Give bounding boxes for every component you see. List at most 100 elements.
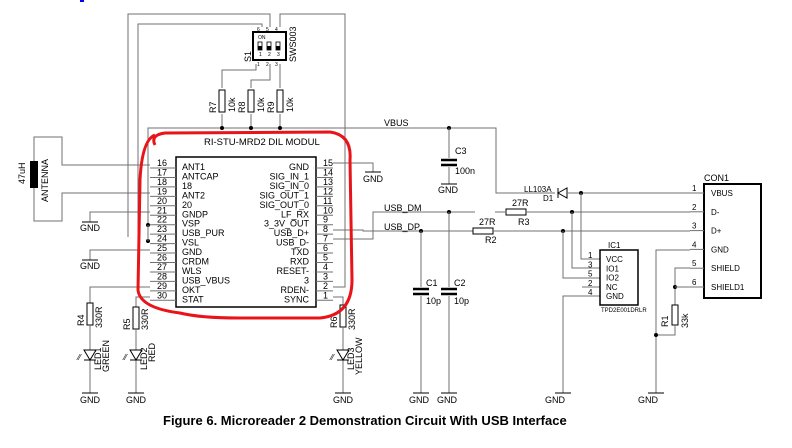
pin-name: TXD — [291, 247, 310, 257]
pin-number: 25 — [157, 243, 167, 253]
pin-number: 1 — [692, 184, 697, 193]
pin-name: RDEN- — [281, 285, 310, 295]
pin-number: 18 — [157, 177, 167, 187]
svg-text:100n: 100n — [455, 166, 475, 176]
pin-number: 6 — [692, 278, 697, 287]
svg-text:330R: 330R — [347, 308, 357, 330]
led-branch-1: ⁄⁄ GND R4 330R LED1 GREEN — [76, 286, 150, 405]
pin-number: 3 — [323, 271, 328, 281]
resistor-r9: R9 10k — [266, 89, 295, 113]
svg-text:GND: GND — [80, 223, 101, 233]
pin-number: 8 — [323, 224, 328, 234]
pin-name: ANTCAP — [182, 171, 219, 181]
pin-number: 3 — [692, 222, 697, 231]
switch-num: 1 — [259, 52, 262, 58]
usb-nets: USB_DM USB_DP 27R R3 27R R2 — [333, 198, 690, 287]
pin-number: 19 — [157, 186, 167, 196]
pin-number: 4 — [692, 240, 697, 249]
pin-number: 4 — [323, 262, 328, 272]
svg-text:C3: C3 — [455, 146, 467, 156]
svg-text:GND: GND — [545, 395, 566, 405]
svg-text:R3: R3 — [518, 217, 530, 227]
svg-text:330R: 330R — [94, 306, 104, 328]
pin-number: 28 — [157, 271, 167, 281]
switch-pin: 5 — [266, 27, 269, 33]
switch-pin: 4 — [275, 27, 278, 33]
link-fragment[interactable] — [80, 0, 84, 2]
switch-wiring — [127, 13, 346, 288]
pin-number: 5 — [323, 253, 328, 263]
pin-name: VCC — [606, 255, 623, 264]
led-branch-2: ⁄⁄ GND R5 330R LED2 RED — [122, 296, 157, 405]
pin-name: VBUS — [711, 189, 733, 198]
svg-text:27R: 27R — [512, 198, 529, 208]
svg-text:GREEN: GREEN — [101, 340, 111, 372]
switch-on-label: ON — [258, 35, 266, 41]
pin-name: ANT1 — [182, 162, 205, 172]
svg-text:LL103A: LL103A — [524, 185, 552, 194]
gnd-left-2: GND — [80, 249, 150, 271]
pin-name: 20 — [182, 200, 192, 210]
pin-number: 16 — [157, 158, 167, 168]
pin-number: 20 — [157, 196, 167, 206]
pin-number: 30 — [157, 290, 167, 300]
pin-name: D+ — [711, 227, 722, 236]
switch-pin: 6 — [257, 27, 260, 33]
resistor-r8: R8 10k — [237, 89, 266, 113]
pin-name: 18 — [182, 181, 192, 191]
pin-name: IO2 — [606, 274, 619, 283]
pin-name: USB_VBUS — [182, 275, 230, 285]
pin-name: LF_RX — [281, 209, 309, 219]
capacitor-c1: C1 10p GND — [409, 278, 441, 405]
switch-ref: S1 — [243, 51, 253, 62]
pin-number: 24 — [157, 234, 167, 244]
svg-text:⁄⁄: ⁄⁄ — [122, 353, 128, 362]
svg-text:R6: R6 — [329, 316, 339, 328]
pin-name: 3 — [304, 275, 309, 285]
switch-part: SWS003 — [288, 26, 298, 62]
pin-name: USB_D- — [276, 238, 309, 248]
pin-name: OKT — [182, 285, 201, 295]
pin-name: 3_3V_OUT — [264, 219, 310, 229]
svg-text:CON1: CON1 — [704, 173, 729, 183]
pin-name: WLS — [182, 266, 202, 276]
svg-text:LED1: LED1 — [93, 347, 103, 370]
svg-text:YELLOW: YELLOW — [354, 337, 364, 375]
pin-name: VSL — [182, 238, 199, 248]
svg-text:GND: GND — [80, 395, 101, 405]
pin-number: 10 — [323, 205, 333, 215]
led-branch-3: ⁄⁄ GND R6 330R LED3 YELLOW — [329, 296, 364, 405]
pin-number: 7 — [323, 234, 328, 244]
svg-text:R2: R2 — [485, 235, 497, 245]
pin-name: SIG_OUT_0 — [259, 200, 309, 210]
svg-text:GND: GND — [333, 395, 354, 405]
pin-number: 1 — [323, 290, 328, 300]
svg-text:R8: R8 — [237, 101, 247, 113]
gnd-pin15: GND — [333, 162, 384, 184]
svg-text:ANTENNA: ANTENNA — [40, 159, 50, 202]
pin-name: GND — [606, 292, 624, 301]
pin-number: 15 — [323, 158, 333, 168]
pin-number: 4 — [588, 288, 593, 297]
svg-text:10k: 10k — [227, 97, 237, 112]
pin-name: NC — [606, 283, 618, 292]
pin-name: D- — [711, 208, 720, 217]
vbus-label: VBUS — [384, 118, 409, 128]
highlight-outline — [136, 130, 354, 320]
pin-number: 9 — [323, 215, 328, 225]
capacitor-c2: C2 10p GND — [437, 278, 469, 405]
pin-number: 27 — [157, 262, 167, 272]
module-title: RI-STU-MRD2 DIL MODUL — [204, 137, 320, 148]
svg-text:LED3: LED3 — [346, 347, 356, 370]
svg-text:GND: GND — [438, 185, 459, 195]
pin-number: 23 — [157, 224, 167, 234]
svg-text:⁄⁄: ⁄⁄ — [329, 353, 335, 362]
pin-name: VSP — [182, 219, 200, 229]
dip-switch-s1: ON 1 2 3 6 5 4 1 2 3 S1 SWS003 — [243, 26, 298, 68]
pin-name: GNDP — [182, 209, 208, 219]
pin-name: CRDM — [182, 257, 209, 267]
pin-number: 14 — [323, 167, 333, 177]
